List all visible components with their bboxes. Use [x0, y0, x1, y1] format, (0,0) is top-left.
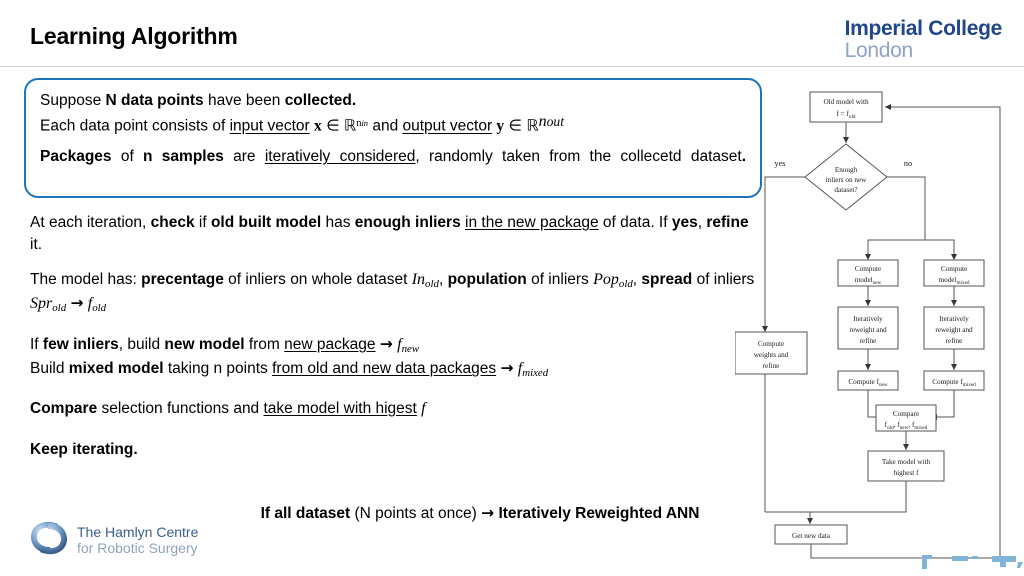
callout-line-3: Packages of n samples are iteratively co… — [40, 148, 747, 166]
label-compute-weights-l2: weights and — [754, 351, 789, 359]
label-compute-model-new-l2: modelnew — [855, 276, 882, 286]
hamlyn-logo-text: The Hamlyn Centre for Robotic Surgery — [77, 523, 199, 556]
label-compute-model-mixed-l1: Compute — [941, 265, 967, 273]
imperial-college-logo: Imperial College London — [844, 17, 1003, 63]
body-paragraph-2: The model has: precentage of inliers on … — [30, 271, 755, 315]
algorithm-flowchart: Old model with f = fold Enough inliers o… — [735, 80, 1024, 576]
body-paragraph-1: At each iteration, check if old built mo… — [30, 214, 749, 253]
callout-box: Suppose N data points have been collecte… — [24, 78, 762, 198]
imperial-logo-line2: London — [844, 39, 914, 63]
label-iter-rw-a-l3: refine — [860, 337, 877, 345]
node-decision-enough-inliers — [804, 143, 888, 211]
node-iteratively-reweight-b — [923, 306, 985, 350]
label-compute-f-mixed: Compute fmixed — [932, 378, 976, 388]
callout-line-2: Each data point consists of input vector… — [40, 113, 564, 135]
label-get-new-data: Get new data — [792, 532, 831, 540]
label-iter-rw-b-l2: reweight and — [935, 326, 973, 334]
label-old-model-l2: f = fold — [836, 110, 855, 120]
node-compute-model-mixed — [923, 259, 985, 287]
body-paragraph-3: If few inliers, build new model from new… — [30, 334, 549, 380]
node-take-model — [867, 450, 945, 482]
label-decision-l1: Enough — [835, 166, 858, 174]
body-paragraph-4: Compare selection functions and take mod… — [30, 399, 426, 417]
label-branch-yes: yes — [775, 159, 786, 168]
hamlyn-logo-line1: The Hamlyn Centre — [77, 523, 199, 540]
node-iteratively-reweight-a — [837, 306, 899, 350]
label-take-model-l2: highest f — [894, 469, 920, 477]
label-iter-rw-b-l3: refine — [946, 337, 963, 345]
label-decision-l2: inliers on new — [826, 176, 868, 184]
body-text-block: At each iteration, check if old built mo… — [30, 212, 760, 474]
label-decision-l3: dataset? — [834, 186, 857, 194]
label-compare-l1: Compare — [893, 410, 919, 418]
hamlyn-centre-logo: The Hamlyn Centre for Robotic Surgery — [28, 516, 198, 565]
page-title: Learning Algorithm — [30, 23, 238, 49]
label-old-model-l1: Old model with — [823, 98, 869, 106]
hamlyn-logo-line2: for Robotic Surgery — [77, 539, 198, 556]
node-compute-weights-refine — [735, 331, 808, 375]
label-iter-rw-a-l1: Iteratively — [853, 315, 883, 323]
label-take-model-l1: Take model with — [882, 458, 931, 466]
label-iter-rw-a-l2: reweight and — [849, 326, 887, 334]
node-compare — [875, 404, 937, 432]
body-paragraph-5: Keep iterating. — [30, 440, 138, 458]
bottom-note-strong1: If all dataset — [260, 505, 351, 522]
label-compute-f-new: Compute fnew — [848, 378, 887, 388]
node-compute-model-new — [837, 259, 899, 287]
label-iter-rw-b-l1: Iteratively — [939, 315, 969, 323]
label-compare-functions: fold, fnew, fmixed — [885, 421, 928, 431]
label-branch-no: no — [904, 159, 912, 168]
corner-decoration — [916, 553, 1024, 576]
flowchart-labels: Old model with f = fold Enough inliers o… — [754, 98, 976, 540]
label-compute-model-new-l1: Compute — [855, 265, 881, 273]
bottom-note-strong2: Iteratively Reweighted ANN — [498, 505, 700, 522]
node-old-model — [809, 91, 883, 123]
bottom-note-regular: (N points at once) — [354, 505, 477, 522]
flowchart-svg: Old model with f = fold Enough inliers o… — [735, 91, 1001, 559]
bottom-note: If all dataset (N points at once) → Iter… — [170, 503, 790, 525]
hamlyn-swirl-icon — [28, 516, 70, 565]
label-compute-model-mixed-l2: modelmixed — [939, 276, 970, 286]
callout-line-1: Suppose N data points have been collecte… — [40, 92, 357, 109]
imperial-logo-line1: Imperial College — [844, 17, 1003, 40]
header-divider — [0, 66, 1024, 67]
label-compute-weights-l1: Compute — [758, 340, 784, 348]
label-compute-weights-l3: refine — [763, 362, 780, 370]
callout-content: Suppose N data points have been collecte… — [26, 80, 760, 168]
bottom-note-arrow: → — [481, 504, 495, 522]
